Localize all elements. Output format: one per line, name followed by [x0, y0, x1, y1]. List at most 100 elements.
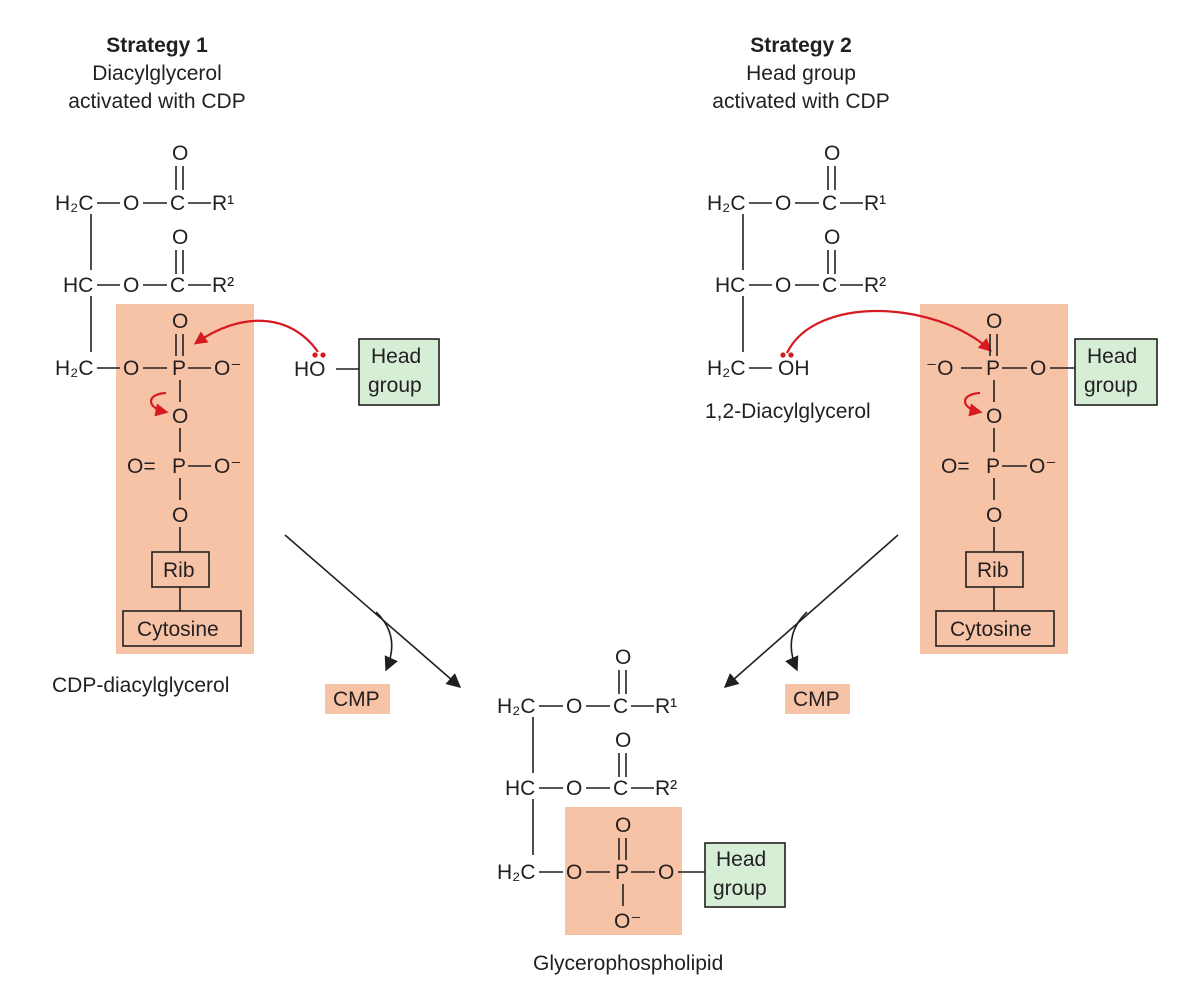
phosphorus-1: P — [172, 357, 186, 380]
s2-r2: R² — [864, 274, 886, 297]
s2-phosphorus-2: P — [986, 455, 1000, 478]
phosphate-o-minus-2: O⁻ — [214, 455, 241, 478]
nucleophilic-attack-arrow-1 — [193, 319, 319, 353]
ribose-link-o: O — [172, 504, 188, 527]
p-carbonyl-o-2: O — [615, 729, 631, 752]
cytosine-label-2: Cytosine — [950, 618, 1032, 641]
nucleophilic-attack-arrow-2 — [786, 309, 992, 354]
strategy-1-header: Strategy 1 Diacylglycerol activated with… — [68, 34, 245, 113]
p-h2c-bottom: H₂C — [497, 861, 535, 884]
s2-minus-o: ⁻O — [926, 357, 953, 380]
h2c-bottom: H₂C — [55, 357, 93, 380]
reaction-arrow-2 — [723, 534, 899, 688]
hc-middle: HC — [63, 274, 93, 297]
head-group-1-line1: Head — [371, 345, 421, 368]
s2-carbonyl-o-2: O — [824, 226, 840, 249]
s2-phosphoryl-o: O — [986, 310, 1002, 333]
carbonyl-c-2: C — [170, 274, 185, 297]
carbonyl-c-1: C — [170, 192, 185, 215]
p-head-o: O — [658, 861, 674, 884]
cmp-badge-1 — [325, 684, 390, 714]
r1: R¹ — [212, 192, 234, 215]
phosphate-o-minus-1: O⁻ — [214, 357, 241, 380]
p-ester-o-1: O — [566, 695, 582, 718]
p-hc-middle: HC — [505, 777, 535, 800]
p-carbonyl-c-2: C — [613, 777, 628, 800]
head-group-p-line1: Head — [716, 848, 766, 871]
ester-o-1: O — [123, 192, 139, 215]
p-carbonyl-c-1: C — [613, 695, 628, 718]
carbonyl-o-2: O — [172, 226, 188, 249]
strategy-1-subtitle-2: activated with CDP — [68, 90, 245, 113]
s2-carbonyl-c-2: C — [822, 274, 837, 297]
bridge-o: O — [123, 357, 139, 380]
cdp-diacylglycerol-structure: O H₂C O C R¹ O HC O C R² O H₂C O P O⁻ — [55, 142, 319, 647]
cdp-head-group-structure: O ⁻O P O Head group O O= P O⁻ O Rib Cyto… — [926, 310, 1158, 647]
head-group-p-line2: group — [713, 877, 767, 900]
p-r1: R¹ — [655, 695, 677, 718]
leaving-group-arrow-2 — [963, 391, 983, 417]
p-o-minus: O⁻ — [614, 910, 641, 933]
head-group-box-1 — [358, 338, 440, 406]
head-group-2-line1: Head — [1087, 345, 1137, 368]
cmp-badge-2 — [785, 684, 850, 714]
s2-phosphate-o-minus: O⁻ — [1029, 455, 1056, 478]
phosphoryl-o-1: O — [172, 310, 188, 333]
cmp-release-arrow-2 — [785, 611, 808, 672]
s2-ester-o-2: O — [775, 274, 791, 297]
s2-phosphorus-1: P — [986, 357, 1000, 380]
p-carbonyl-o-1: O — [615, 646, 631, 669]
cmp-label-2: CMP — [793, 688, 840, 711]
s2-o-double-2: O= — [941, 455, 970, 478]
reaction-arrow-1 — [284, 534, 462, 688]
cmp-label-1: CMP — [333, 688, 380, 711]
strategy-2-header: Strategy 2 Head group activated with CDP — [712, 34, 889, 113]
rib-label-1: Rib — [163, 559, 195, 582]
strategy-2-subtitle-2: activated with CDP — [712, 90, 889, 113]
s2-h2c-bottom: H₂C — [707, 357, 745, 380]
cmp-release-arrow-1 — [375, 611, 398, 672]
head-group-2-line2: group — [1084, 374, 1138, 397]
s2-ribose-link-o: O — [986, 504, 1002, 527]
p-ester-o-2: O — [566, 777, 582, 800]
s2-hc-middle: HC — [715, 274, 745, 297]
glycerophospholipid-structure: O H₂C O C R¹ O HC O C R² O H₂C O P O Hea… — [497, 646, 786, 933]
phosphate-highlight-product — [565, 807, 682, 935]
s2-carbonyl-o-1: O — [824, 142, 840, 165]
cytosine-box-2 — [935, 610, 1055, 647]
s2-oh-label: OH — [778, 357, 810, 380]
strategy-1-title: Strategy 1 — [106, 34, 208, 57]
p-bridge-o: O — [566, 861, 582, 884]
head-group-box-2 — [1074, 338, 1158, 406]
glycerophospholipid-label: Glycerophospholipid — [533, 952, 723, 975]
carbonyl-o-1: O — [172, 142, 188, 165]
s2-carbonyl-c-1: C — [822, 192, 837, 215]
cytosine-box-1 — [122, 610, 242, 647]
r2: R² — [212, 274, 234, 297]
p-phosphorus: P — [615, 861, 629, 884]
cytosine-label-1: Cytosine — [137, 618, 219, 641]
head-group-1-line2: group — [368, 374, 422, 397]
cdp-highlight-1 — [116, 304, 254, 654]
h2c-top: H₂C — [55, 192, 93, 215]
diacylglycerol-label: 1,2-Diacylglycerol — [705, 400, 871, 423]
s2-ester-o-1: O — [775, 192, 791, 215]
strategy-1-subtitle-1: Diacylglycerol — [92, 62, 222, 85]
s2-h2c-top: H₂C — [707, 192, 745, 215]
diacylglycerol-structure: O H₂C O C R¹ O HC O C R² H₂C OH — [707, 142, 992, 380]
s2-ester-o-head: O — [1030, 357, 1046, 380]
strategy-2-title: Strategy 2 — [750, 34, 852, 57]
s2-anhydride-o: O — [986, 405, 1002, 428]
p-r2: R² — [655, 777, 677, 800]
s2-r1: R¹ — [864, 192, 886, 215]
rib-label-2: Rib — [977, 559, 1009, 582]
head-group-box-product — [704, 842, 786, 908]
cdp-diacylglycerol-label: CDP-diacylglycerol — [52, 674, 229, 697]
phosphorus-2: P — [172, 455, 186, 478]
o-double-2: O= — [127, 455, 156, 478]
anhydride-o: O — [172, 405, 188, 428]
ester-o-2: O — [123, 274, 139, 297]
strategy-2-subtitle-1: Head group — [746, 62, 856, 85]
ho-label: HO — [294, 358, 326, 381]
